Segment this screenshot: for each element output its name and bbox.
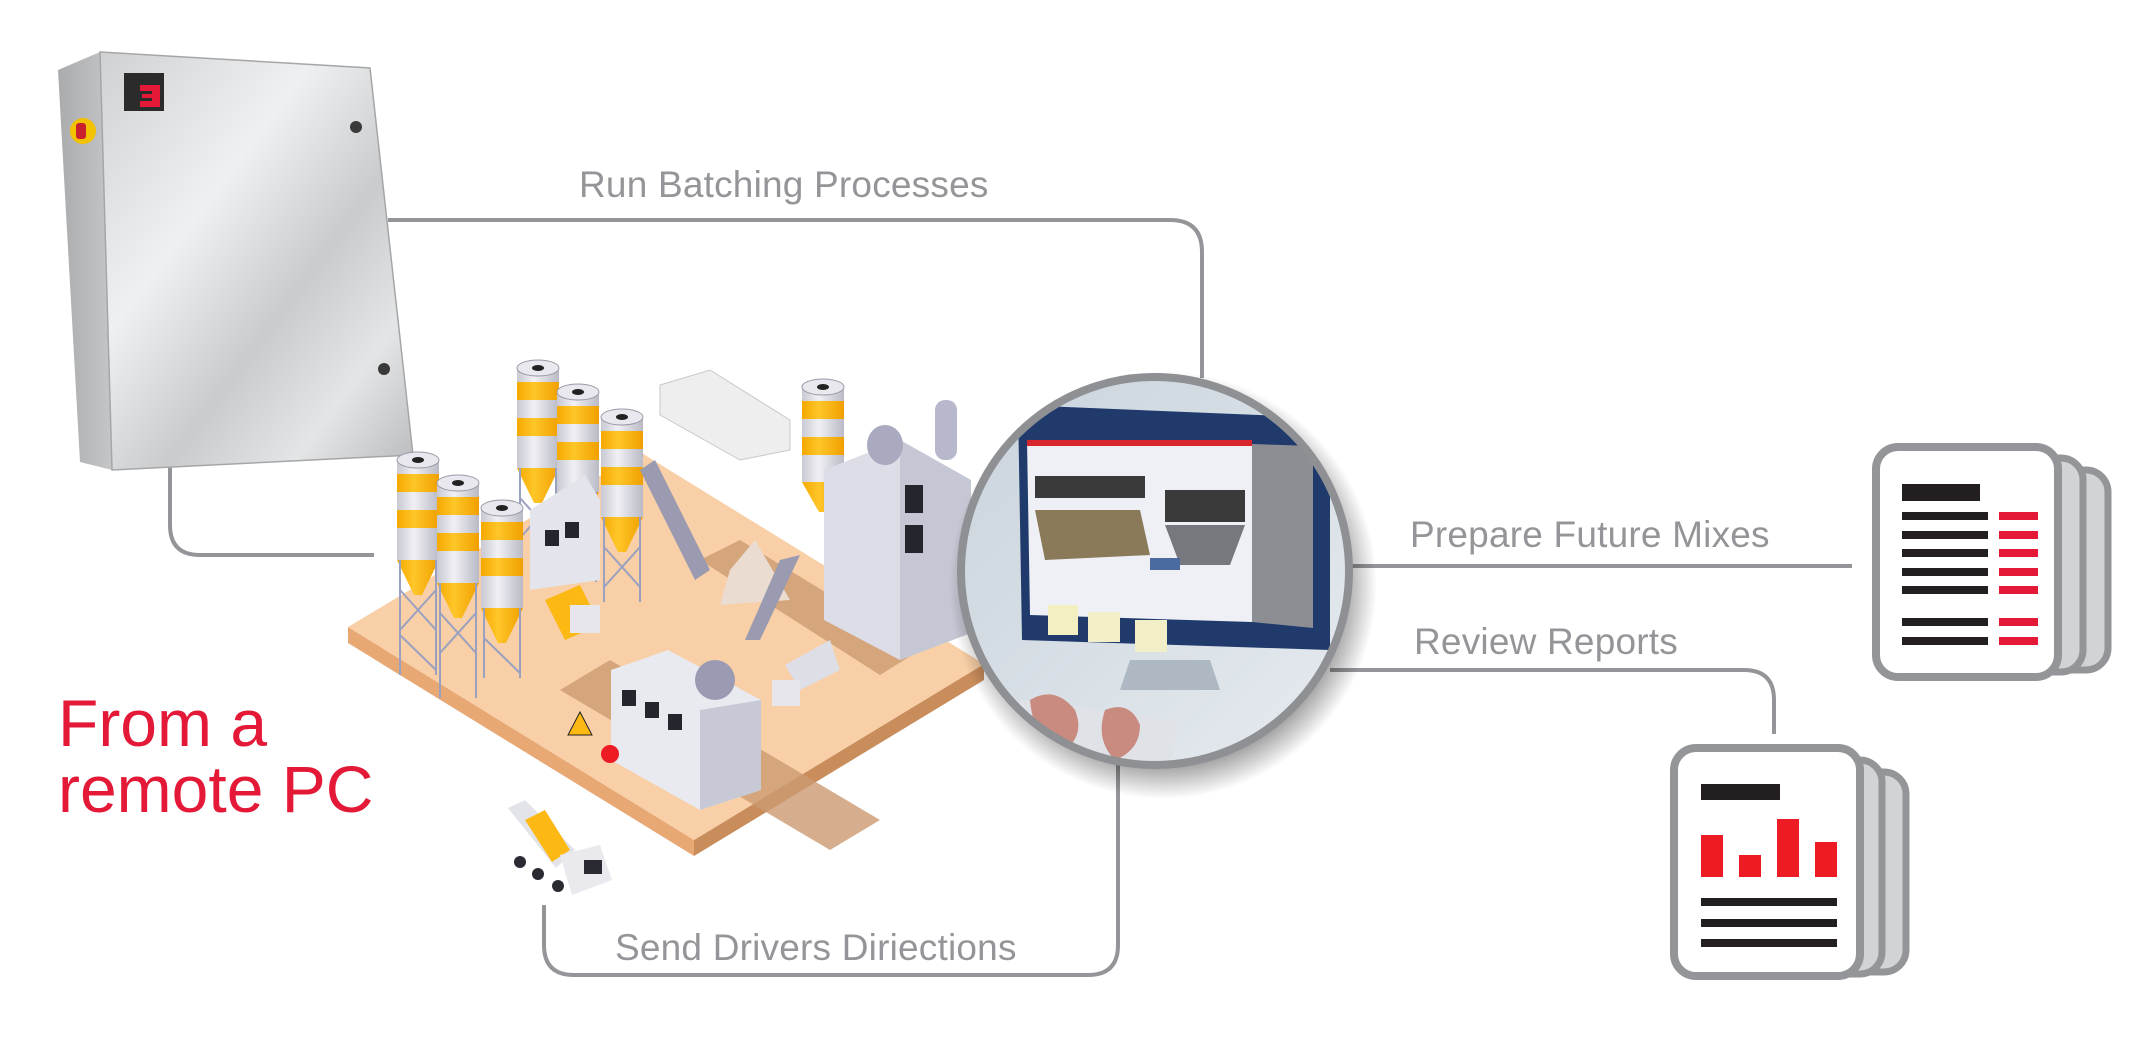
report-bar-chart-icon [1701, 819, 1837, 877]
sticky-note [1048, 605, 1078, 635]
conveyor-belt [640, 460, 710, 580]
silo-group-front [396, 451, 524, 698]
silo-group-back [516, 359, 845, 602]
alert-sign-icon [601, 745, 619, 763]
connector-run-batching [388, 218, 1204, 378]
aggregate-bin [659, 369, 791, 461]
headline-line-1: From a [58, 686, 268, 760]
mixer-truck-icon [545, 585, 600, 640]
headline: From a remote PC [58, 690, 373, 822]
label-run-batching-processes: Run Batching Processes [579, 164, 989, 205]
label-prepare-future-mixes: Prepare Future Mixes [1410, 514, 1770, 555]
batch-plant-illustration [348, 359, 984, 856]
mixer-truck-icon [772, 640, 840, 706]
water-tank [867, 425, 903, 465]
connector-lines [168, 218, 1852, 977]
hand [1101, 707, 1140, 760]
label-send-drivers-directions: Send Drivers Diriections [615, 927, 1017, 968]
cabinet-lock-icon [350, 121, 362, 133]
sticky-note [1135, 620, 1167, 652]
connector-review-reports [1330, 668, 1776, 734]
report-chart-document-icon [1670, 744, 1910, 980]
cabinet-lock-icon [378, 363, 390, 375]
control-cabinet-image [58, 51, 414, 471]
headline-line-2: remote PC [58, 752, 374, 826]
sticky-note [1088, 612, 1120, 642]
connector-cabinet-plant [168, 463, 374, 557]
label-review-reports: Review Reports [1414, 621, 1678, 662]
warning-sign-icon [567, 710, 593, 736]
mix-sheet-document-icon [1872, 443, 2112, 681]
mixer-truck-icon [508, 800, 612, 895]
remote-pc-monitor-image [949, 371, 1377, 799]
connector-send-directions [542, 762, 1120, 977]
